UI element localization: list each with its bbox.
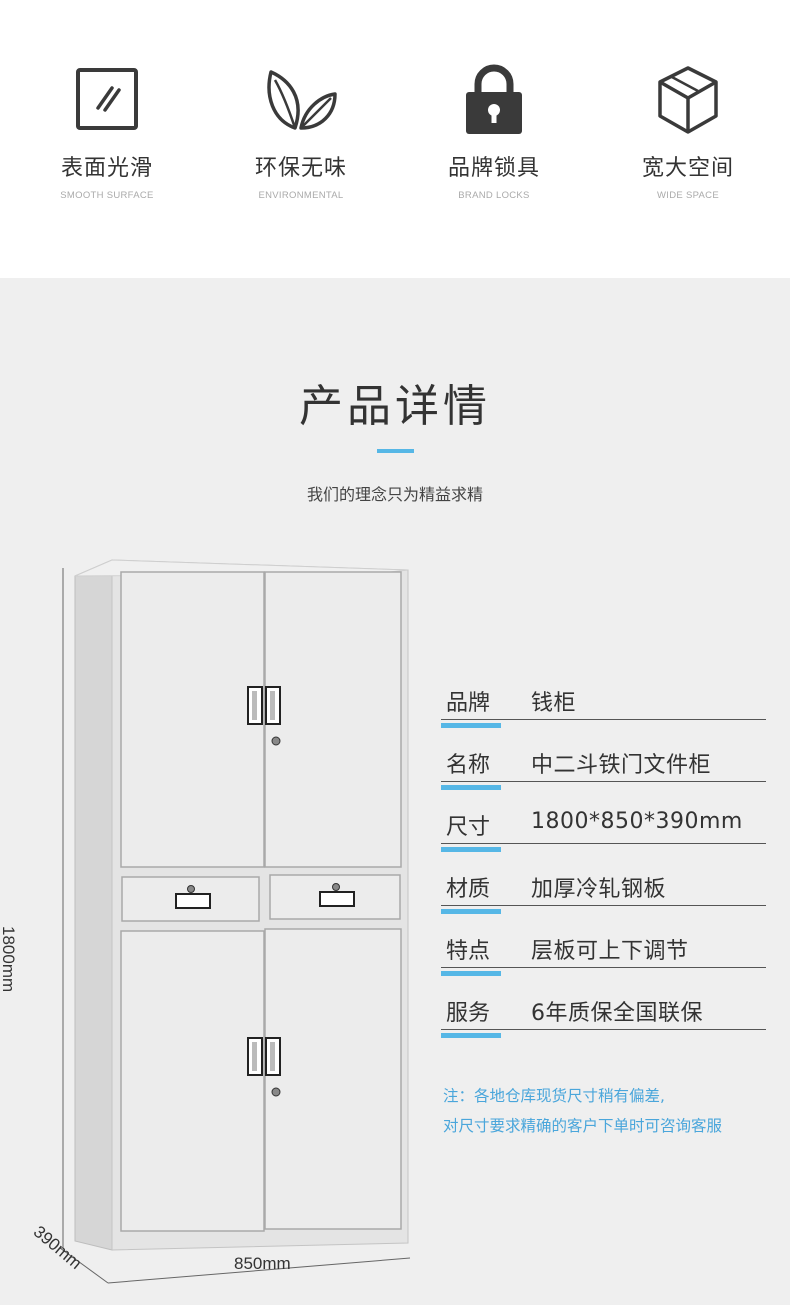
upper-right-door	[264, 571, 402, 868]
title-underline	[377, 449, 414, 453]
height-dimension-label: 1800mm	[0, 926, 18, 993]
upper-door-handles	[247, 686, 281, 746]
spec-row-material: 材质 加厚冷轧钢板	[440, 871, 766, 914]
cabinet-side-panel	[74, 559, 113, 1251]
feature-title: 表面光滑	[60, 156, 153, 181]
spec-value: 加厚冷轧钢板	[531, 877, 667, 902]
product-detail-section: 产品详情 我们的理念只为精益求精	[0, 278, 790, 1305]
depth-dimension-line	[59, 1247, 109, 1284]
feature-band: 表面光滑 SMOOTH SURFACE 环保无味 ENVIRONMENTAL 品…	[0, 0, 790, 278]
spec-row-brand: 品牌 钱柜	[440, 685, 766, 728]
smooth-surface-icon	[76, 68, 138, 130]
lock-icon	[466, 64, 522, 134]
feature-smooth-surface: 表面光滑 SMOOTH SURFACE	[10, 60, 204, 201]
size-note-line-1: 注：各地仓库现货尺寸稍有偏差,	[443, 1087, 665, 1105]
spec-key: 名称	[440, 747, 502, 790]
feature-subtitle: ENVIRONMENTAL	[258, 190, 344, 201]
spec-value: 中二斗铁门文件柜	[531, 753, 712, 778]
spec-row-size: 尺寸 1800*850*390mm	[440, 809, 766, 852]
feature-subtitle: BRAND LOCKS	[458, 190, 530, 201]
feature-title: 环保无味	[254, 156, 347, 181]
feature-environmental: 环保无味 ENVIRONMENTAL	[204, 60, 398, 201]
size-note-line-2: 对尺寸要求精确的客户下单时可咨询客服	[443, 1117, 723, 1135]
spec-row-service: 服务 6年质保全国联保	[440, 995, 766, 1038]
feature-brand-locks: 品牌锁具 BRAND LOCKS	[397, 60, 591, 201]
feature-wide-space: 宽大空间 WIDE SPACE	[591, 60, 785, 201]
cabinet-illustration	[59, 559, 411, 1284]
spec-row-name: 名称 中二斗铁门文件柜	[440, 747, 766, 790]
feature-title: 品牌锁具	[447, 156, 540, 181]
lower-right-door	[264, 928, 402, 1230]
spec-row-feature: 特点 层板可上下调节	[440, 933, 766, 976]
spec-key: 品牌	[440, 685, 502, 728]
spec-key: 材质	[440, 871, 502, 914]
spec-value: 6年质保全国联保	[531, 1001, 703, 1026]
spec-value: 层板可上下调节	[531, 939, 689, 964]
upper-left-door	[120, 571, 265, 868]
spec-value: 钱柜	[531, 691, 577, 716]
spec-key: 特点	[440, 933, 502, 976]
feature-title: 宽大空间	[641, 156, 734, 181]
leaf-icon	[267, 70, 337, 130]
feature-subtitle: WIDE SPACE	[657, 190, 719, 201]
width-dimension-line	[107, 1257, 411, 1284]
spec-key: 尺寸	[440, 809, 502, 852]
width-dimension-label: 850mm	[234, 1254, 291, 1273]
cube-icon	[658, 66, 718, 134]
spec-value: 1800*850*390mm	[531, 809, 743, 834]
section-title: 产品详情	[299, 381, 491, 432]
lower-left-door	[120, 930, 265, 1232]
drawer-handles	[175, 883, 355, 909]
lower-door-handles	[247, 1037, 281, 1097]
section-subtitle: 我们的理念只为精益求精	[306, 485, 483, 504]
feature-subtitle: SMOOTH SURFACE	[60, 190, 154, 201]
spec-key: 服务	[440, 995, 502, 1038]
